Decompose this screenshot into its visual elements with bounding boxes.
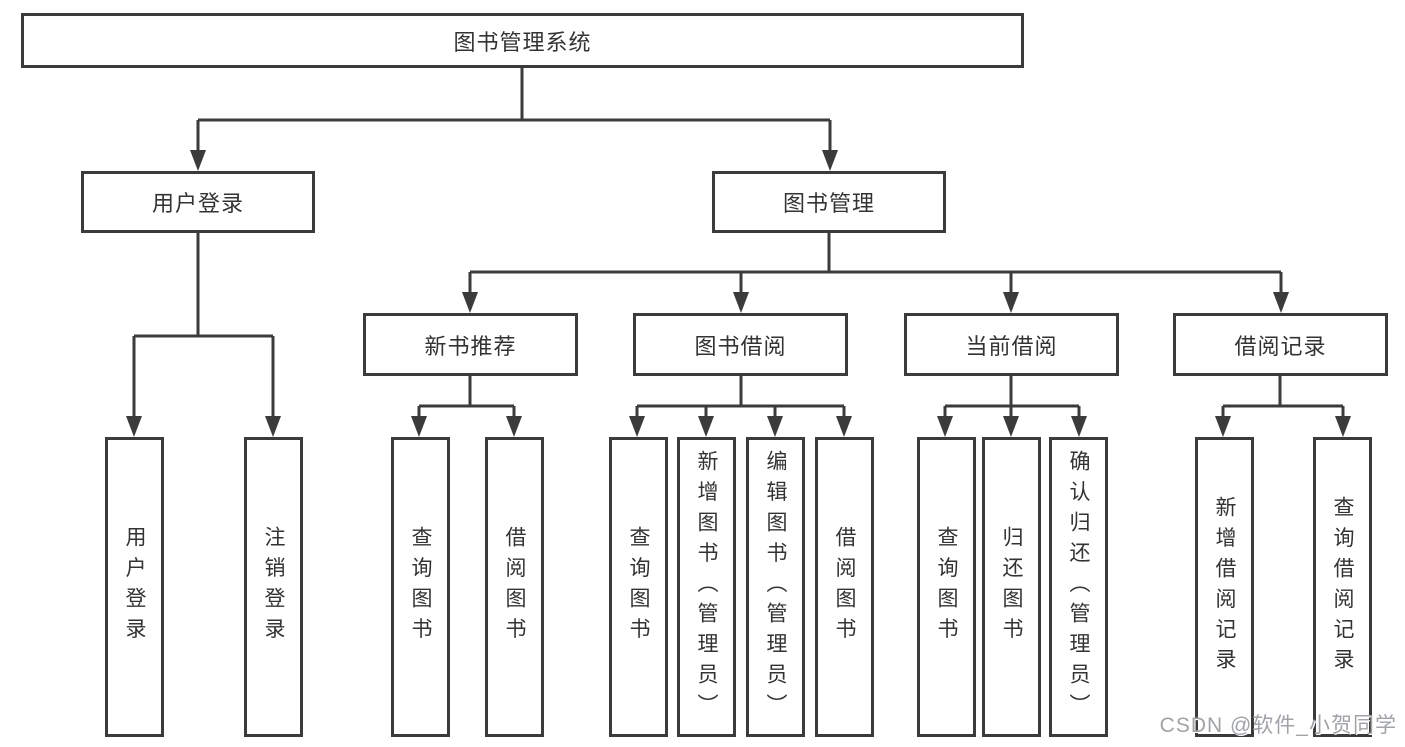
node-label: 用户登录 [151, 191, 244, 216]
leaf-label: 编辑图书（管理员） [764, 449, 787, 725]
leaf-search-books: 查询图书 [609, 437, 668, 737]
leaf-label: 新增借阅记录 [1213, 495, 1236, 679]
leaf-label: 新增图书（管理员） [695, 449, 718, 725]
node-new-book-recommendation: 新书推荐 [363, 313, 578, 376]
leaf-label: 借阅图书 [503, 526, 526, 648]
node-label: 图书管理 [782, 191, 875, 216]
node-library-management-system: 图书管理系统 [21, 13, 1024, 68]
node-label: 图书管理系统 [453, 29, 592, 55]
leaf-label: 查询图书 [627, 526, 650, 648]
leaf-label: 用户登录 [123, 526, 146, 648]
arrowhead-icons [126, 150, 1351, 437]
leaf-confirm-return-admin: 确认归还（管理员） [1049, 437, 1108, 737]
node-label: 借阅记录 [1234, 333, 1327, 359]
leaf-label: 借阅图书 [833, 526, 856, 648]
leaf-search-borrow-record: 查询借阅记录 [1313, 437, 1372, 737]
leaf-user-login: 用户登录 [105, 437, 164, 737]
leaf-label: 查询图书 [935, 526, 958, 648]
leaf-logout: 注销登录 [244, 437, 303, 737]
csdn-watermark: CSDN @软件_小贺同学 [1159, 714, 1397, 737]
node-book-borrowing: 图书借阅 [633, 313, 848, 376]
leaf-search-books: 查询图书 [391, 437, 450, 737]
leaf-add-borrow-record: 新增借阅记录 [1195, 437, 1254, 737]
leaf-add-books-admin: 新增图书（管理员） [677, 437, 736, 737]
leaf-label: 确认归还（管理员） [1067, 449, 1090, 725]
node-borrowing-records: 借阅记录 [1173, 313, 1388, 376]
node-user-login: 用户登录 [81, 171, 315, 233]
leaf-return-books: 归还图书 [982, 437, 1041, 737]
leaf-borrow-books: 借阅图书 [815, 437, 874, 737]
node-book-management: 图书管理 [712, 171, 946, 233]
leaf-edit-books-admin: 编辑图书（管理员） [746, 437, 805, 737]
leaf-label: 查询借阅记录 [1331, 495, 1354, 679]
leaf-search-books: 查询图书 [917, 437, 976, 737]
leaf-label: 注销登录 [262, 526, 285, 648]
node-label: 图书借阅 [694, 333, 787, 359]
leaf-label: 查询图书 [409, 526, 432, 648]
leaf-borrow-books: 借阅图书 [485, 437, 544, 737]
node-current-borrowing: 当前借阅 [904, 313, 1119, 376]
node-label: 当前借阅 [965, 333, 1058, 359]
leaf-label: 归还图书 [1000, 526, 1023, 648]
node-label: 新书推荐 [424, 333, 517, 359]
